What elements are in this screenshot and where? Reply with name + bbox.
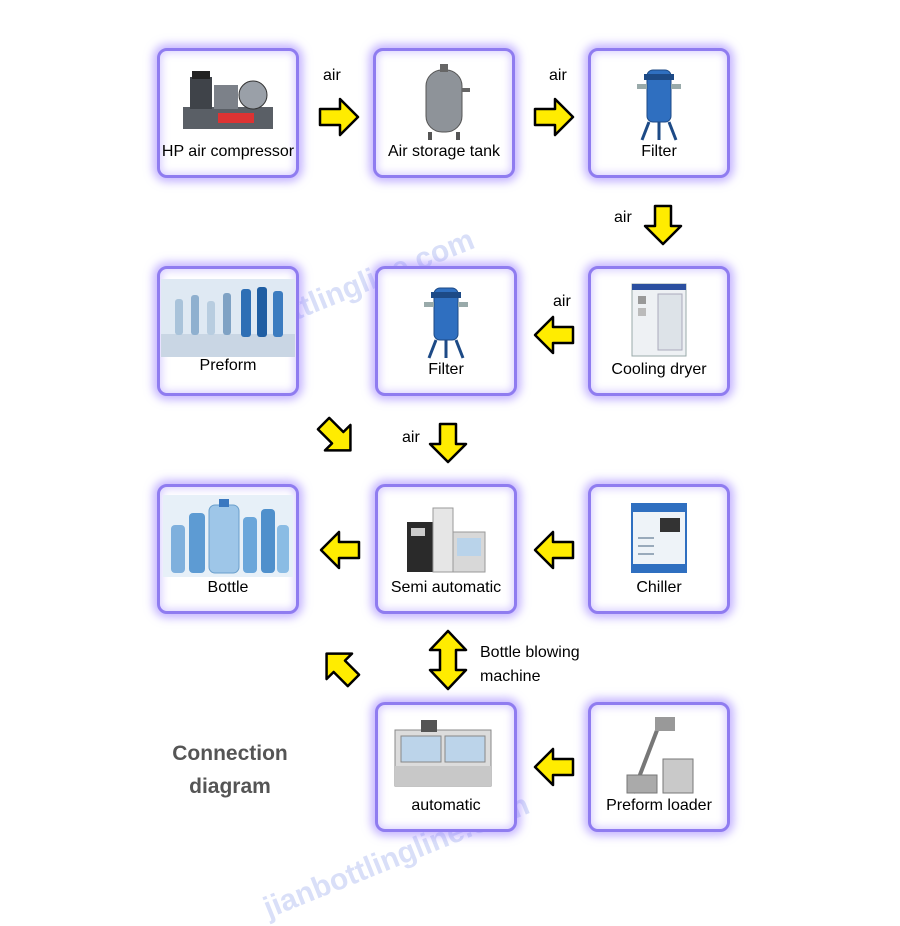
edge-label-air: air bbox=[549, 67, 567, 84]
filter-icon bbox=[591, 61, 727, 143]
node-automatic: automatic bbox=[375, 702, 517, 832]
node-label: HP air compressor bbox=[161, 143, 295, 160]
edge-arrow-preform-to-semi bbox=[316, 416, 352, 452]
edge-arrow-compressor-to-tank bbox=[318, 97, 360, 137]
edge-arrow-tank-to-filter bbox=[533, 97, 575, 137]
node-label: Semi automatic bbox=[390, 579, 502, 596]
preform-photo-icon bbox=[160, 277, 296, 359]
cooling-dryer-icon bbox=[591, 279, 727, 361]
node-filter-1: Filter bbox=[588, 48, 730, 178]
edge-arrow-automatic-to-bottle bbox=[325, 652, 361, 688]
node-air-storage-tank: Air storage tank bbox=[373, 48, 515, 178]
node-chiller: Chiller bbox=[588, 484, 730, 614]
node-cooling-dryer: Cooling dryer bbox=[588, 266, 730, 396]
node-label: Preform loader bbox=[606, 797, 712, 814]
edge-label-bottle-blowing-machine: Bottle blowing machine bbox=[480, 644, 580, 685]
air-tank-icon bbox=[376, 61, 512, 143]
node-hp-air-compressor: HP air compressor bbox=[157, 48, 299, 178]
node-label: Filter bbox=[641, 143, 677, 160]
node-preform: Preform bbox=[157, 266, 299, 396]
preform-loader-icon bbox=[591, 715, 727, 797]
chiller-icon bbox=[591, 497, 727, 579]
node-label: Cooling dryer bbox=[611, 361, 707, 378]
edge-arrow-semi-automatic-bidirectional bbox=[428, 629, 468, 691]
edge-label-air: air bbox=[323, 67, 341, 84]
edge-arrow-filter-to-dryer bbox=[643, 204, 683, 246]
air-compressor-icon bbox=[160, 61, 296, 143]
node-label: Chiller bbox=[636, 579, 682, 596]
node-label: automatic bbox=[411, 797, 481, 814]
node-semi-automatic: Semi automatic bbox=[375, 484, 517, 614]
node-label: Filter bbox=[428, 361, 464, 378]
edge-arrow-filter-to-semi bbox=[428, 422, 468, 464]
automatic-machine-icon bbox=[378, 715, 514, 797]
edge-arrow-semi-to-bottle bbox=[319, 530, 361, 570]
bottle-photo-icon bbox=[160, 495, 296, 577]
semi-automatic-machine-icon bbox=[378, 497, 514, 579]
node-bottle: Bottle bbox=[157, 484, 299, 614]
edge-label-air: air bbox=[553, 293, 571, 310]
edge-arrow-chiller-to-semi bbox=[533, 530, 575, 570]
filter-icon bbox=[378, 279, 514, 361]
edge-arrow-loader-to-automatic bbox=[533, 747, 575, 787]
node-label: Preform bbox=[199, 357, 257, 374]
node-filter-2: Filter bbox=[375, 266, 517, 396]
edge-label-air: air bbox=[402, 429, 420, 446]
node-label: Air storage tank bbox=[387, 143, 501, 160]
edge-arrow-dryer-to-filter bbox=[533, 315, 575, 355]
node-preform-loader: Preform loader bbox=[588, 702, 730, 832]
diagram-title: Connection diagram bbox=[172, 742, 288, 798]
node-label: Bottle bbox=[207, 579, 249, 596]
edge-label-air: air bbox=[614, 209, 632, 226]
